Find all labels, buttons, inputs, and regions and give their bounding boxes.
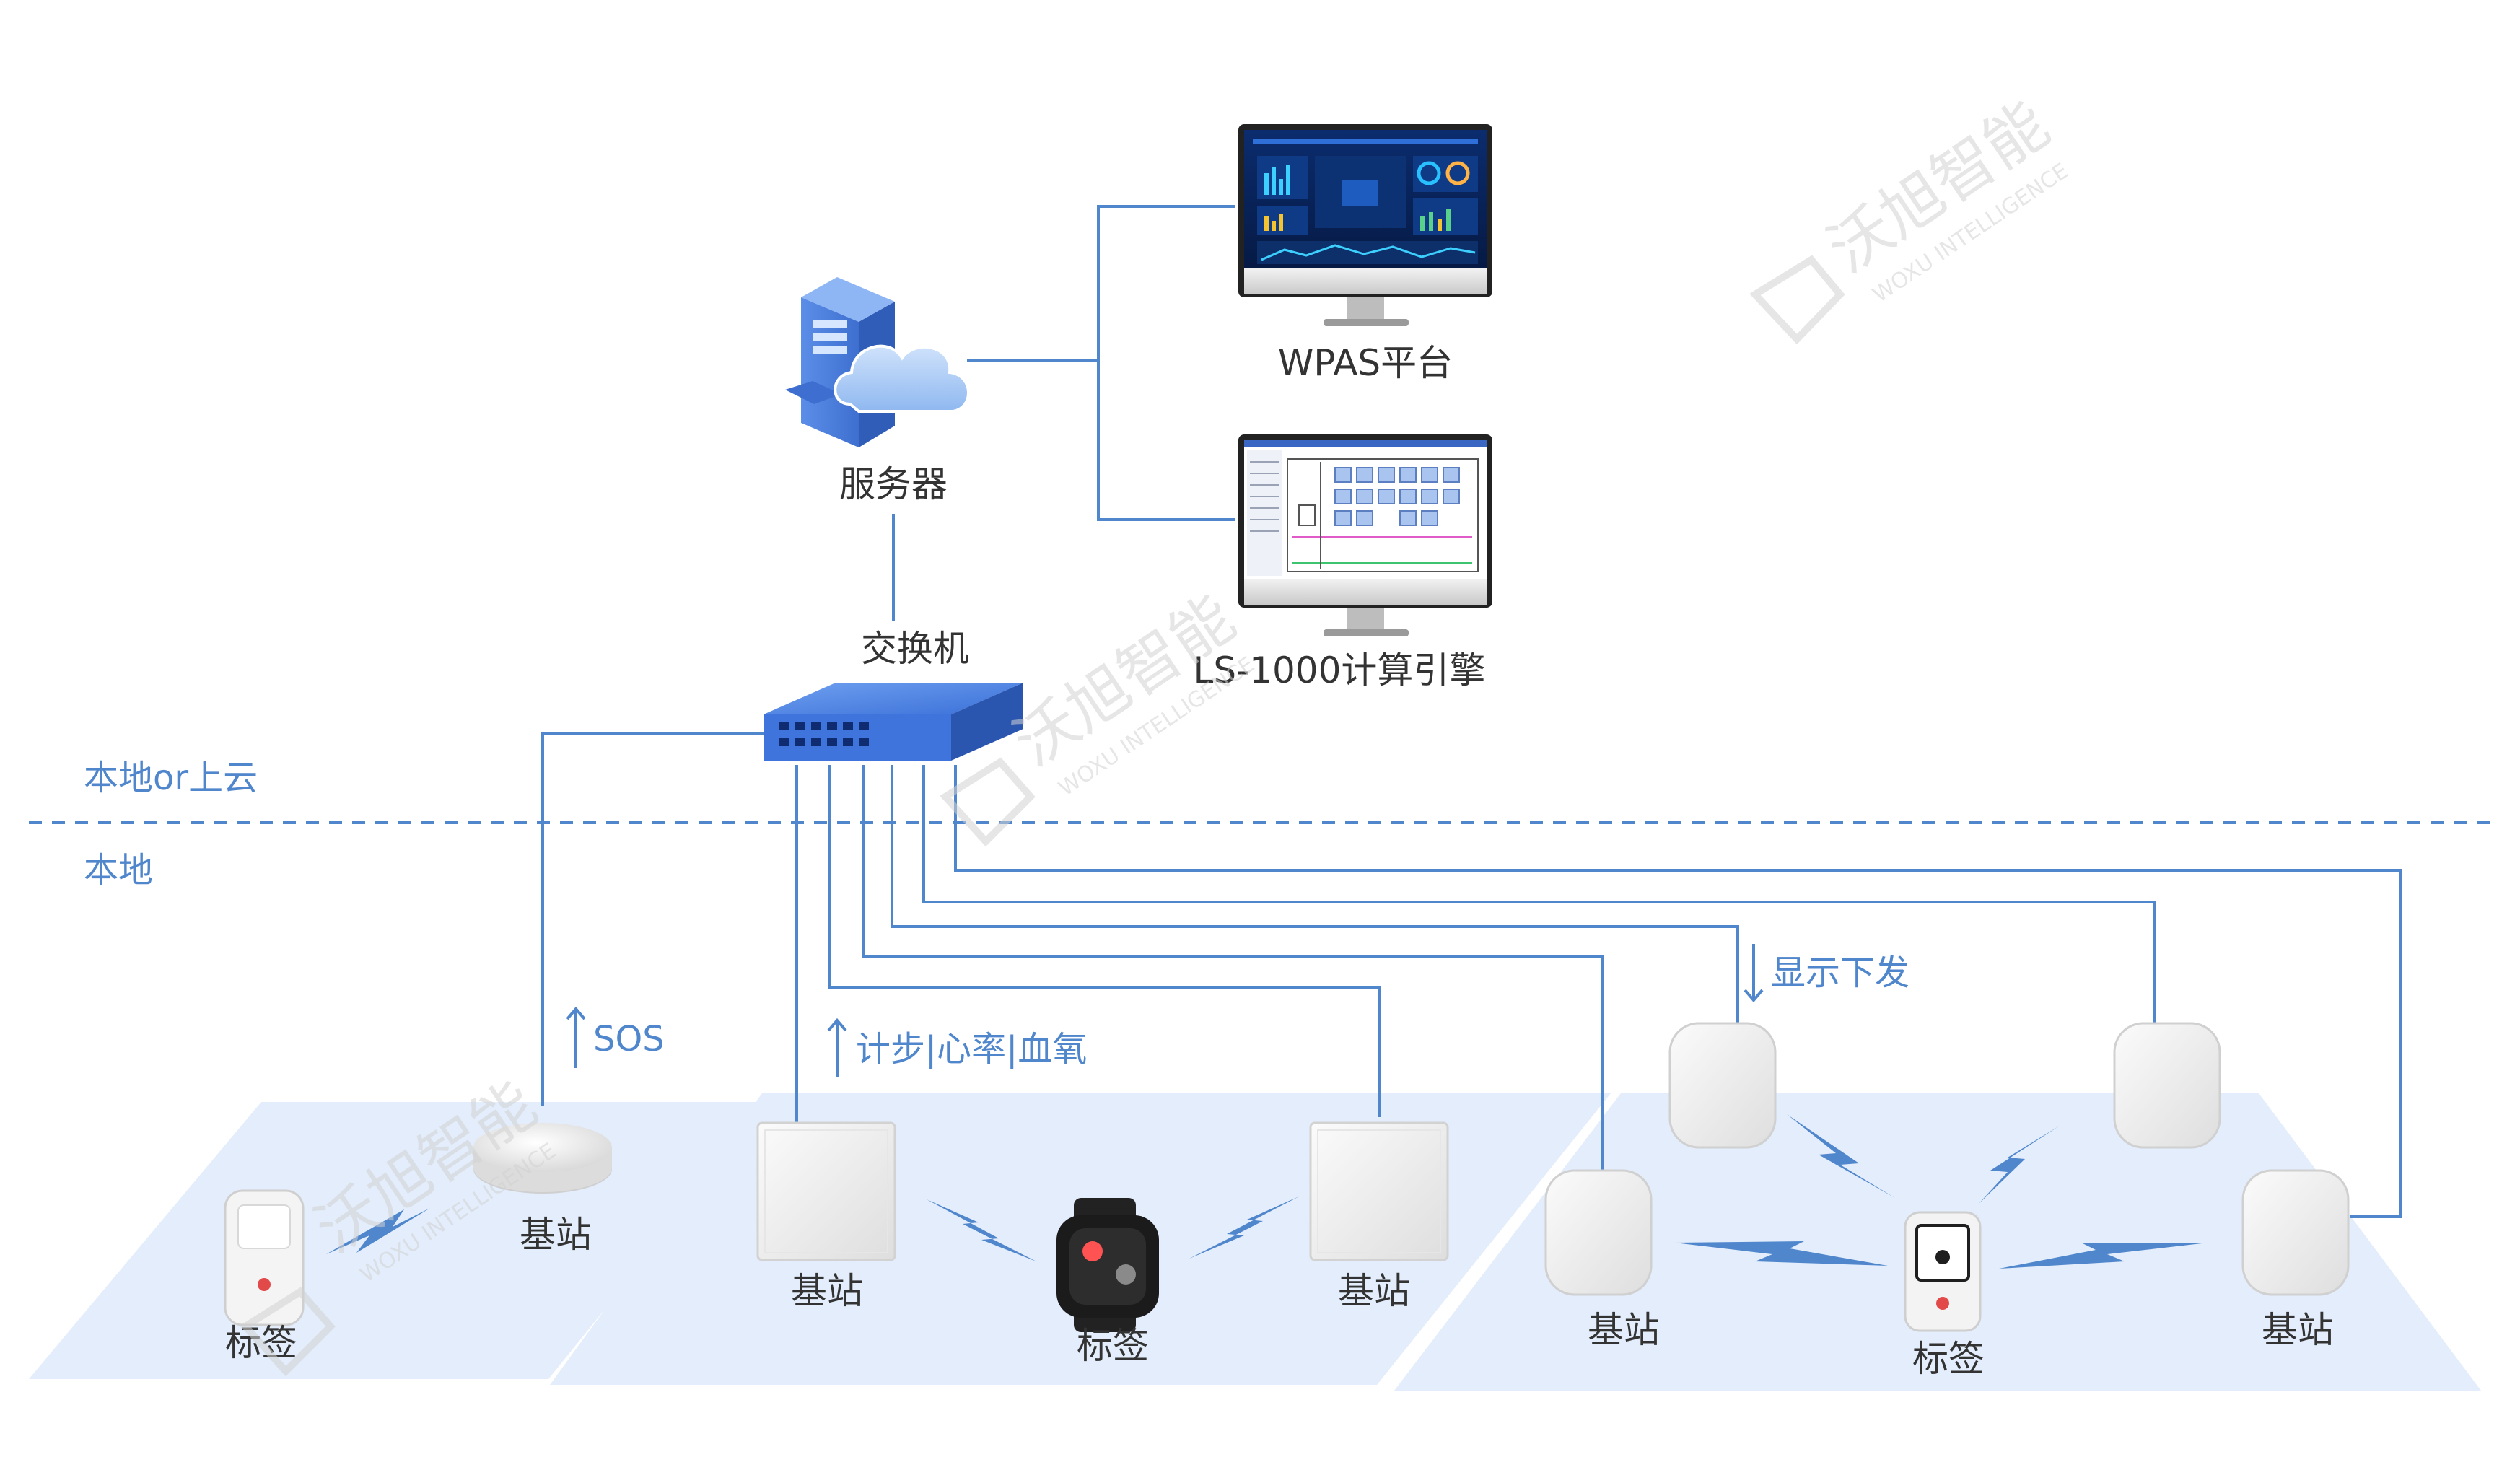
box-base-station-icon [1309,1121,1449,1261]
switch-label: 交换机 [861,628,969,670]
wpas-monitor-icon [1238,124,1492,326]
ls1000-monitor-icon [1238,434,1492,636]
tag-label-right: 标签 [1912,1338,1985,1380]
signal-wave-icon [1189,1196,1299,1259]
signal-wave-icon [1999,1243,2208,1269]
base-station-label-right-left: 基站 [1588,1309,1660,1351]
ceiling-base-station-icon [2113,1022,2221,1149]
watermark-logo-icon [940,757,1036,847]
sos-arrow-icon [566,1006,586,1068]
base-station-label-left: 基站 [520,1214,592,1256]
link-to-wpas [1097,205,1235,361]
base-station-label-mid-right: 基站 [1338,1270,1410,1312]
ceiling-base-station-icon [1544,1169,1653,1296]
round-base-station-icon [473,1123,612,1194]
vitals-annotation: 计步|心率|血氧 [856,1029,1087,1069]
ls1000-label: LS-1000计算引擎 [1194,649,1486,691]
base-station-label-mid-left: 基站 [791,1270,863,1312]
link-switch-right-base-4 [954,765,2402,1218]
watermark-logo-icon [1749,255,1845,345]
server-label: 服务器 [839,463,948,505]
signal-wave-icon [1674,1241,1888,1266]
zone-label-cloud: 本地or上云 [84,758,258,798]
link-switch-mid-base-2 [828,765,1381,1117]
link-switch-right-base-2 [891,765,1739,1023]
ceiling-base-station-icon [1668,1022,1777,1149]
switch-icon [764,683,1023,761]
watermark-logo-icon [240,1287,336,1377]
signal-wave-icon [1787,1114,1895,1198]
link-to-ls1000 [1097,361,1235,521]
link-switch-left-base [541,732,765,1106]
link-switch-right-base-1 [862,765,1604,1186]
server-icon [785,277,970,447]
watermark-logo: 沃旭智能 WOXU INTELLIGENCE [1749,88,2073,345]
signal-wave-icon [326,1208,430,1254]
connection-lines [541,205,2402,1218]
display-arrow-icon [1744,944,1764,1003]
smartwatch-tag-icon [1056,1198,1159,1332]
badge-tag-icon [224,1189,305,1326]
zone-label-local: 本地 [84,850,153,891]
box-base-station-icon [756,1121,896,1261]
signal-wave-icon [927,1199,1036,1261]
wpas-label: WPAS平台 [1278,342,1453,384]
link-switch-right-base-3 [922,765,2156,1023]
base-station-label-right-right: 基站 [2262,1309,2334,1351]
sos-annotation: SOS [593,1019,665,1059]
display-annotation: 显示下发 [1771,953,1909,993]
tag-label-mid: 标签 [1077,1325,1149,1367]
display-tag-icon [1904,1211,1982,1332]
vitals-arrow-icon [827,1018,847,1077]
ceiling-base-station-icon [2241,1169,2350,1296]
